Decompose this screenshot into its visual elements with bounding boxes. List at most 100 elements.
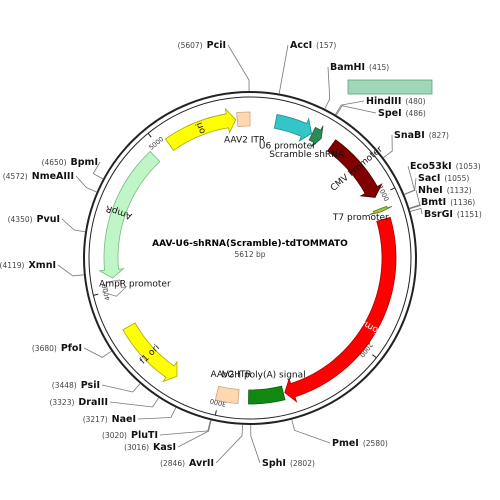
site-position: (5607) [178, 41, 203, 50]
feature-tdtomato [284, 216, 397, 403]
site-spei: SpeI (486) [378, 108, 426, 119]
backbone-outer [83, 91, 417, 425]
site-name: PvuI [37, 214, 60, 225]
site-name: PfoI [61, 343, 82, 354]
feature-label-u6: U6 promoter [259, 142, 316, 152]
site-leader [324, 66, 331, 109]
site-leader [404, 177, 417, 195]
site-leader [57, 264, 84, 277]
site-position: (415) [369, 63, 389, 72]
restriction-sites: PciI (5607) AccI(157) BamHI (415) HindIII (480… [0, 40, 482, 469]
site-draiii: DraIII(3323) [49, 397, 108, 408]
site-naei: NaeI(3217) [83, 414, 136, 425]
site-position: (2846) [160, 459, 185, 468]
site-xmni: XmnI(4119) [0, 260, 56, 271]
tick-label: 5000 [147, 135, 165, 152]
site-pmei: PmeI (2580) [332, 438, 388, 449]
site-bpmi: BpmI(4650) [42, 157, 98, 168]
site-position: (486) [406, 109, 426, 118]
tick-mark [93, 293, 99, 296]
site-name: PciI [207, 40, 226, 51]
site-kasi: KasI(3016) [124, 442, 176, 453]
feature-arrows [98, 107, 397, 405]
site-name: SpeI [378, 108, 402, 119]
site-acci: AccI(157) [290, 40, 336, 51]
site-sphi: SphI (2802) [262, 458, 315, 469]
tick-label: 3000 [209, 397, 227, 408]
site-leader [410, 207, 423, 215]
site-pfoi: PfoI(3680) [32, 343, 82, 354]
site-leader [75, 175, 97, 193]
site-saci: SacI (1055) [418, 173, 469, 184]
site-name: PsiI [81, 380, 100, 391]
tick-mark [390, 187, 396, 191]
site-eco53ki: Eco53kI (1053) [410, 161, 481, 172]
feature-label-ori: ori [195, 121, 208, 135]
feature-bgh [248, 385, 286, 405]
feature-label-itr1: AAV2 ITR [224, 136, 265, 146]
site-leader [250, 424, 261, 464]
site-position: (3217) [83, 415, 108, 424]
site-position: (827) [429, 131, 449, 140]
site-name: SacI [418, 173, 440, 184]
plasmid-title: AAV-U6-shRNA(Scramble)-tdTOMMATO [152, 239, 348, 249]
site-nmeaiii: NmeAIII(4572) [3, 171, 74, 182]
site-position: (1136) [450, 198, 475, 207]
site-leader [335, 100, 365, 115]
site-position: (2580) [363, 439, 388, 448]
site-leader [227, 44, 250, 92]
feature-label-t7: T7 promoter [332, 213, 389, 223]
site-bmti: BmtI(1136) [421, 197, 475, 208]
scramble-shrna-highlight [347, 79, 433, 95]
plasmid-length: 5612 bp [235, 250, 266, 259]
feature-label-itr2: AAV2 ITR [210, 370, 251, 380]
site-name: SphI [262, 458, 286, 469]
site-name: PmeI [332, 438, 359, 449]
site-avrii: AvrII(2846) [160, 458, 214, 469]
site-name: NheI [418, 185, 443, 196]
site-leader [83, 347, 112, 358]
feature-t7 [369, 205, 393, 215]
site-pvui: PvuI(4350) [8, 214, 60, 225]
feature-scramble [308, 125, 324, 148]
site-position: (1053) [456, 162, 481, 171]
site-name: HindIII [366, 96, 401, 107]
site-leader [291, 419, 331, 444]
site-name: DraIII [78, 397, 108, 408]
site-leader [92, 161, 104, 180]
site-bsrgi: BsrGI(1151) [424, 209, 482, 220]
site-position: (3020) [102, 431, 127, 440]
site-name: Eco53kI [410, 161, 452, 172]
site-name: BamHI [330, 62, 365, 73]
feature-cmv [326, 139, 383, 198]
site-leader [383, 134, 393, 158]
feature-label-scramble: Scramble shRNA [269, 150, 345, 160]
site-snabi: SnaBI (827) [394, 130, 449, 141]
site-position: (2802) [290, 459, 315, 468]
site-pcii: PciI (5607) [178, 40, 226, 51]
feature-f1ori [122, 322, 178, 383]
feature-itr1 [236, 111, 251, 127]
site-position: (1055) [444, 174, 469, 183]
site-position: (1132) [447, 186, 472, 195]
site-position: (480) [405, 97, 425, 106]
site-leader [409, 201, 421, 210]
tick-mark [147, 133, 152, 138]
feature-label-bgh: bGH poly(A) signal [222, 371, 306, 381]
site-name: XmnI [28, 260, 56, 271]
site-position: (4119) [0, 261, 25, 270]
site-leader [278, 44, 289, 94]
site-name: BpmI [71, 157, 98, 168]
site-name: KasI [153, 442, 176, 453]
site-hindiii: HindIII (480) [366, 96, 426, 107]
site-name: SnaBI [394, 130, 425, 141]
feature-itr2 [214, 385, 240, 404]
site-name: AccI [290, 40, 312, 51]
feature-ori [164, 107, 237, 151]
site-leader [336, 105, 377, 116]
site-name: PluTI [131, 430, 158, 441]
site-leader [177, 420, 212, 448]
site-position: (1151) [457, 210, 482, 219]
site-leader [215, 424, 243, 464]
